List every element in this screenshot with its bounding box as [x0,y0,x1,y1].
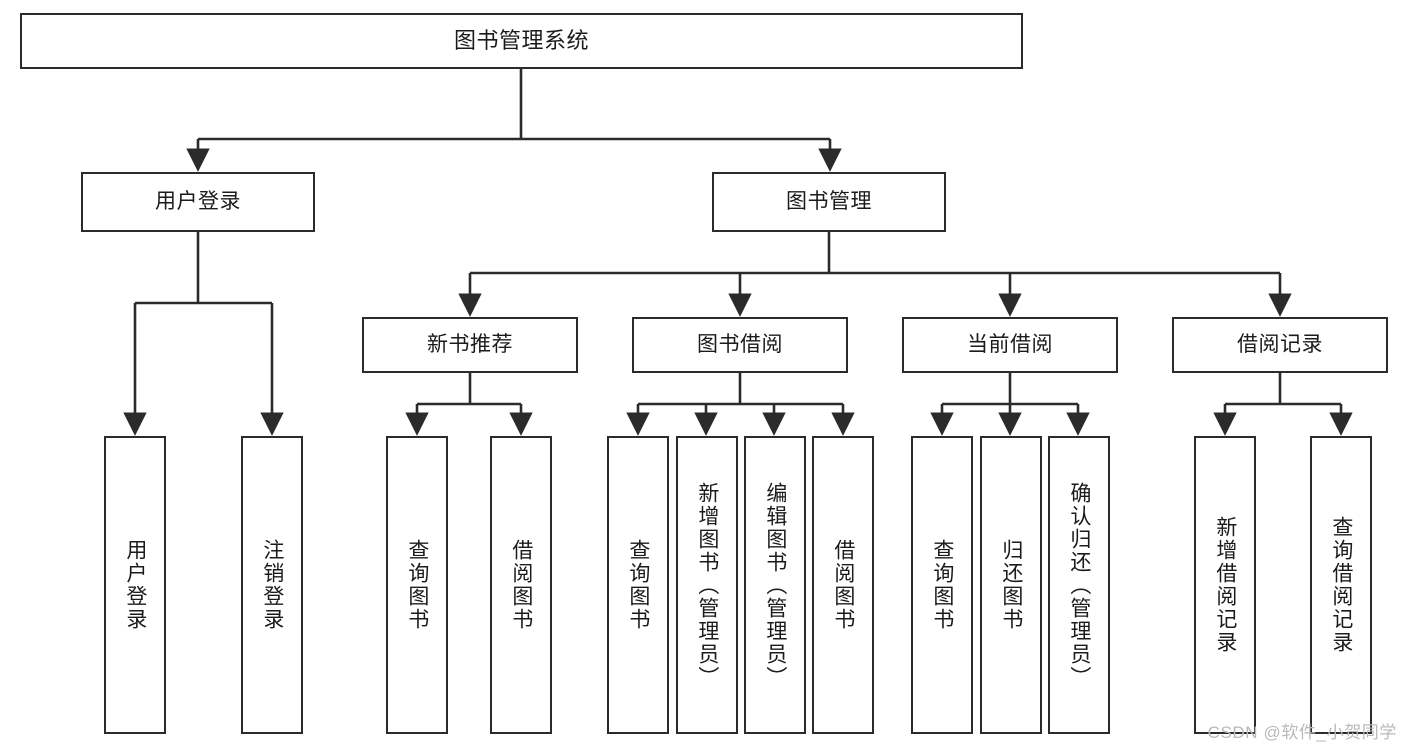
node-label: 查询图书 [626,539,650,631]
node-label: 新增借阅记录 [1213,516,1237,654]
node-label: 借阅图书 [831,539,855,631]
node-label: 当前借阅 [967,332,1053,356]
node-leaf-query-book-current[interactable]: 查询图书 [911,436,973,734]
node-label: 新增图书（管理员） [695,481,719,689]
node-leaf-add-borrow-record[interactable]: 新增借阅记录 [1194,436,1256,734]
node-leaf-query-book-borrow[interactable]: 查询图书 [607,436,669,734]
node-new-book-recommend[interactable]: 新书推荐 [362,317,578,373]
node-label: 查询图书 [930,539,954,631]
node-label: 查询图书 [405,539,429,631]
node-leaf-borrow-book[interactable]: 借阅图书 [812,436,874,734]
node-label: 图书借阅 [697,332,783,356]
node-leaf-borrow-book-recommend[interactable]: 借阅图书 [490,436,552,734]
node-current-borrow[interactable]: 当前借阅 [902,317,1118,373]
node-leaf-add-book[interactable]: 新增图书（管理员） [676,436,738,734]
node-label: 查询借阅记录 [1329,516,1353,654]
csdn-watermark: CSDN @软件_小贺同学 [1207,723,1397,742]
node-borrow-record[interactable]: 借阅记录 [1172,317,1388,373]
node-label: 用户登录 [155,189,241,213]
node-label: 归还图书 [999,539,1023,631]
node-leaf-logout-login[interactable]: 注销登录 [241,436,303,734]
node-label: 新书推荐 [427,332,513,356]
node-label: 借阅记录 [1237,332,1323,356]
node-book-manage[interactable]: 图书管理 [712,172,946,232]
node-user-login[interactable]: 用户登录 [81,172,315,232]
node-leaf-query-borrow-record[interactable]: 查询借阅记录 [1310,436,1372,734]
node-leaf-query-book-recommend[interactable]: 查询图书 [386,436,448,734]
node-label: 图书管理系统 [453,27,589,53]
node-label: 图书管理 [786,189,872,213]
node-label: 确认归还（管理员） [1067,481,1091,689]
node-label: 用户登录 [123,539,147,631]
node-root-book-management-system[interactable]: 图书管理系统 [20,13,1023,69]
node-label: 注销登录 [260,539,284,631]
node-leaf-user-login[interactable]: 用户登录 [104,436,166,734]
node-label: 借阅图书 [509,539,533,631]
node-leaf-return-book[interactable]: 归还图书 [980,436,1042,734]
node-label: 编辑图书（管理员） [763,481,787,689]
node-leaf-confirm-return[interactable]: 确认归还（管理员） [1048,436,1110,734]
node-book-borrow[interactable]: 图书借阅 [632,317,848,373]
node-leaf-edit-book[interactable]: 编辑图书（管理员） [744,436,806,734]
